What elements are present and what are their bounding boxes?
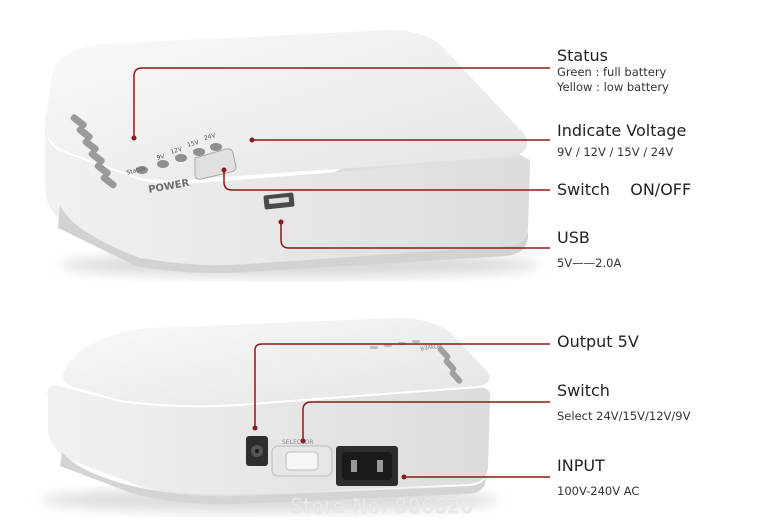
svg-text:24V: 24V (203, 132, 217, 142)
usb-title: USB (557, 228, 590, 247)
status-line-green: Green : full battery (557, 65, 667, 79)
voltage-values: 9V / 12V / 15V / 24V (557, 145, 674, 159)
callout-dots (131, 135, 407, 480)
input-range: 100V-240V AC (557, 484, 640, 498)
selector-title: Switch (557, 381, 610, 400)
selector-label: SELECTOR (282, 439, 313, 446)
store-watermark: Store No: 806620 (290, 494, 474, 518)
back-power-label: POWER (419, 341, 442, 351)
selector-callout: Switch Select 24V/15V/12V/9V (557, 382, 690, 424)
voltage-callout: Indicate Voltage 9V / 12V / 15V / 24V (557, 122, 686, 160)
status-callout: Status Green : full battery Yellow : low… (557, 47, 669, 95)
svg-text:9V: 9V (156, 153, 166, 162)
device-top-view: Status 9V 12V 15V 24V POWER (44, 30, 540, 277)
selector-values: Select 24V/15V/12V/9V (557, 409, 691, 423)
voltage-title: Indicate Voltage (557, 121, 687, 140)
usb-spec: 5V——2.0A (557, 256, 622, 270)
switch-onoff-callout: Switch ON/OFF (557, 181, 691, 199)
status-line-yellow: Yellow : low battery (557, 80, 669, 94)
svg-text:15V: 15V (186, 139, 200, 149)
device-back-view: POWER SELECTOR (40, 318, 500, 512)
svg-text:12V: 12V (170, 146, 184, 156)
input-title: INPUT (557, 456, 605, 475)
status-title: Status (557, 46, 608, 65)
output-callout: Output 5V (557, 333, 639, 351)
output-title: Output 5V (557, 332, 639, 351)
callout-lines (133, 67, 550, 478)
switch-onoff-title: Switch ON/OFF (557, 180, 692, 199)
input-callout: INPUT 100V-240V AC (557, 457, 639, 499)
usb-callout: USB 5V——2.0A (557, 229, 621, 271)
